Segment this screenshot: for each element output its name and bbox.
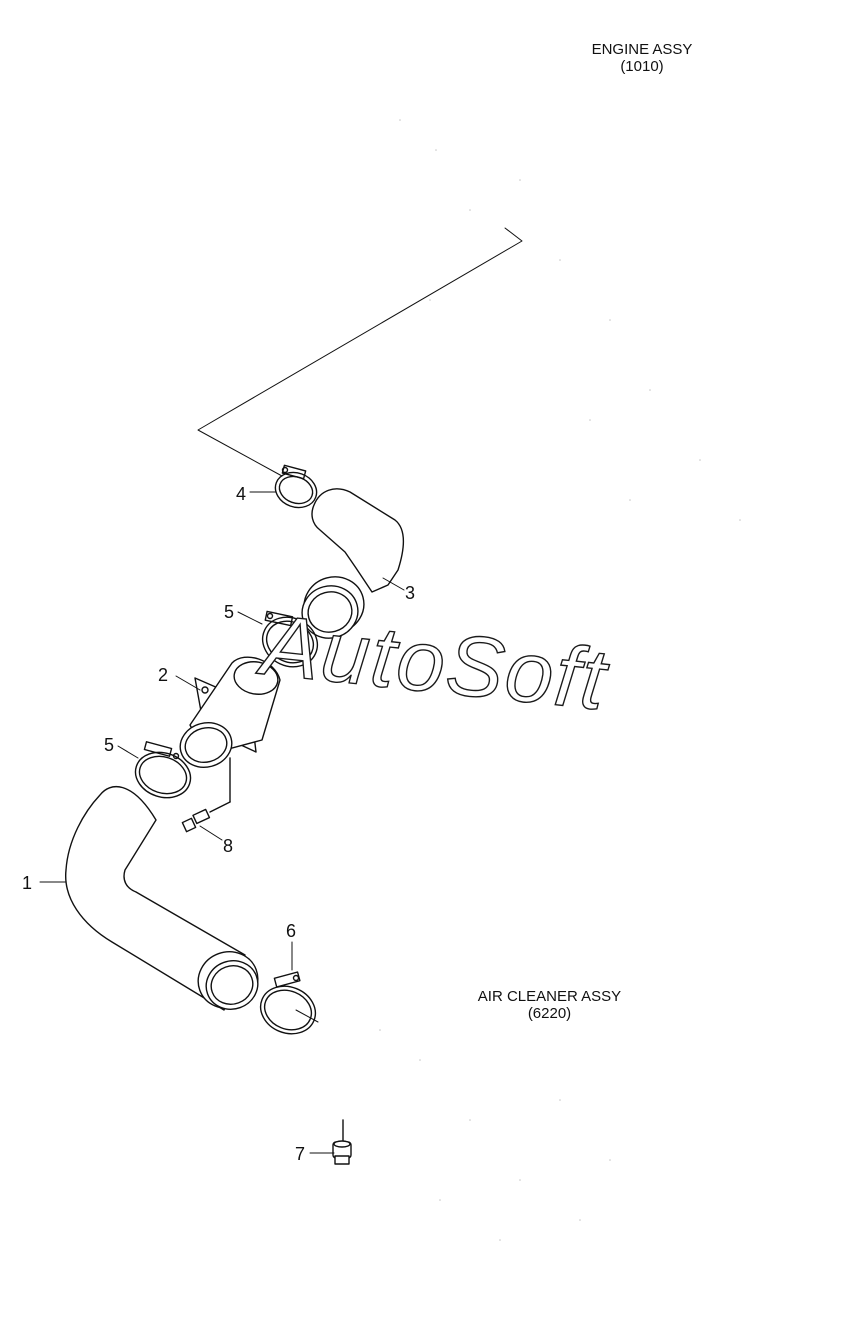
- part-6-hose-clamp: [259, 971, 317, 1035]
- callout-8: 8: [223, 836, 234, 856]
- callout-7: 7: [295, 1144, 306, 1164]
- part-5-hose-clamp-upper: [261, 610, 319, 668]
- callout-6: 6: [286, 921, 297, 941]
- engine-assy-reference: ENGINE ASSY (1010): [572, 41, 712, 75]
- callout-1: 1: [22, 873, 33, 893]
- callout-leaders: [39, 491, 405, 1154]
- air-cleaner-assy-reference: AIR CLEANER ASSY (6220): [462, 988, 637, 1022]
- part-7-fitting: [332, 1119, 352, 1165]
- callout-5-upper: 5: [224, 602, 235, 622]
- callout-5-lower: 5: [104, 735, 115, 755]
- callout-4: 4: [236, 484, 247, 504]
- part-1-bent-hose: [65, 785, 259, 1011]
- part-2-flanged-pipe: [179, 656, 281, 768]
- engine-connection-line: [197, 227, 523, 477]
- air-cleaner-assy-code: (6220): [527, 1005, 572, 1022]
- air-cleaner-assy-name: AIR CLEANER ASSY: [477, 988, 622, 1005]
- engine-assy-code: (1010): [620, 58, 664, 75]
- part-5-hose-clamp-lower: [134, 741, 192, 799]
- part-4-hose-clamp: [274, 464, 318, 509]
- scan-speckles: [379, 119, 741, 1241]
- callout-2: 2: [158, 665, 169, 685]
- part-3-elbow-hose: [301, 488, 404, 639]
- engine-assy-name: ENGINE ASSY: [591, 41, 693, 58]
- callout-3: 3: [405, 583, 416, 603]
- part-8-bolt: [181, 757, 231, 833]
